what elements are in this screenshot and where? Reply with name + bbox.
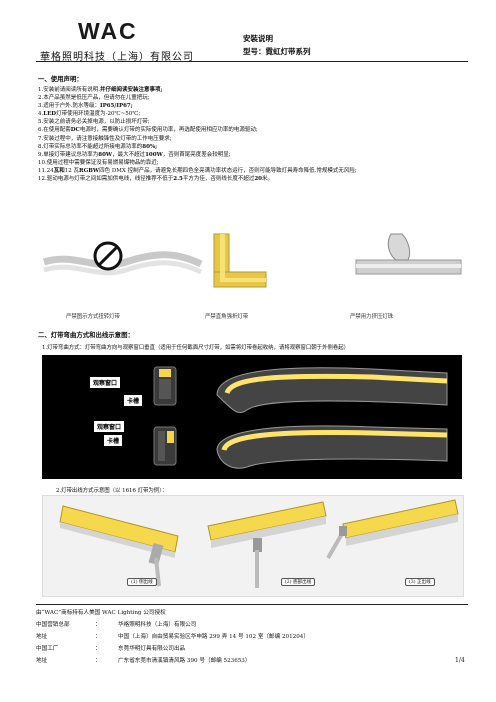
caption-no-right-angle: 严禁直角强折灯带 bbox=[205, 314, 249, 320]
right-angle-illustration bbox=[213, 233, 267, 288]
footer-divider bbox=[36, 604, 468, 605]
instruction-item: 12.驱动电源与灯带之间如需加供电线，线径推荐不低于2.5平方为佳，否则线长度不… bbox=[38, 176, 274, 183]
footer-label: 地址 bbox=[36, 634, 48, 640]
instruction-item: 5.安装之前请务必关掉电源，以防止损坏灯带; bbox=[38, 119, 150, 126]
footer-label: 中国工厂 bbox=[36, 646, 59, 652]
front-outlet-illustration bbox=[326, 499, 459, 559]
caption-front-outlet: (3) 正出线 bbox=[405, 578, 435, 586]
outlet-diagram-note: 2.灯带出线方式示意图（以 1616 灯带为例）： bbox=[56, 488, 168, 494]
page-number: 1/4 bbox=[455, 657, 465, 664]
instruction-item: 11.24瓦和12 瓦RGBW四色 DMX 控制产品，请避免长期四色全亮满功率状… bbox=[38, 167, 357, 174]
instruction-item: 9.单接灯带建议总功率为80W，最大不超过100W，否则首尾亮度差会较明显; bbox=[38, 151, 231, 158]
footer-label: 中国营销总部 bbox=[36, 622, 70, 628]
label-observation-window: 观察窗口 bbox=[94, 421, 125, 432]
twist-illustration bbox=[42, 241, 203, 276]
document-title: 安裝说明 bbox=[243, 34, 273, 43]
trademark-note: 由“WAC”商标持有人美国 WAC Lighting 公司授权 bbox=[36, 610, 166, 616]
model-line: 型号：霓虹灯带系列 bbox=[243, 47, 311, 56]
header-divider bbox=[36, 61, 468, 62]
footer-label: 地址 bbox=[36, 658, 48, 664]
footer-separator: ： bbox=[95, 622, 101, 628]
instruction-item: 2.本产品虽然是低压产品，但请勿在儿童把玩; bbox=[38, 95, 150, 102]
label-observation-window: 观察窗口 bbox=[90, 377, 121, 388]
label-groove: 卡槽 bbox=[104, 435, 123, 446]
footer-separator: ： bbox=[95, 646, 101, 652]
instruction-item: 10.使用过程中需要保证没有易燃易爆物品的靠近; bbox=[38, 159, 159, 166]
prohibited-illustrations bbox=[42, 233, 462, 288]
company-logo: WAC bbox=[78, 18, 138, 44]
instruction-item: 1.安装前请阅读所有说明.并仔细阅读安装注意事项; bbox=[38, 87, 163, 93]
section1-title: 一、使用声明： bbox=[38, 76, 83, 83]
company-name: 華格照明科技（上海）有限公司 bbox=[40, 52, 194, 63]
bending-photo-panel: 观察窗口 卡槽 观察窗口 卡槽 bbox=[42, 355, 462, 479]
label-groove: 卡槽 bbox=[124, 395, 143, 406]
caption-no-press: 严禁用力挤压灯珠 bbox=[350, 314, 394, 320]
instruction-item: 3.适用于户外.防水等级：IP65/IP67; bbox=[38, 103, 133, 110]
side-outlet-illustration bbox=[59, 505, 179, 587]
footer-value: 广东省东莞市清溪镇清风路 390 号（邮编 523653） bbox=[118, 658, 251, 664]
footer-separator: ： bbox=[95, 658, 101, 664]
section2-title: 二、灯带弯曲方式和出线示意图： bbox=[38, 332, 134, 339]
footer-value: 东莞华明灯具有限公司出品 bbox=[118, 646, 186, 652]
outlet-illustration-panel: (1) 侧出线 (2) 底部出线 (3) 正出线 bbox=[42, 495, 464, 597]
caption-bottom-outlet: (2) 底部出线 bbox=[281, 578, 316, 586]
bending-direction-note: 1.灯带弯曲方式：灯带弯曲方向与观察窗口垂直（适用于任何截面尺寸灯带，如需将灯带… bbox=[42, 345, 350, 351]
instruction-item: 4.LED灯带使用环境温度为-20℃~50℃; bbox=[38, 111, 141, 118]
instruction-item: 7.安装过程中，请注意接触锋性及灯带的工作电压要求; bbox=[38, 135, 172, 142]
instruction-list: 1.安装前请阅读所有说明.并仔细阅读安装注意事项; 2.本产品虽然是低压产品，但… bbox=[38, 86, 478, 183]
caption-no-twist: 严禁图示方式扭转灯带 bbox=[66, 314, 120, 320]
bottom-outlet-illustration bbox=[207, 501, 327, 588]
press-illustration bbox=[355, 233, 462, 275]
footer-value: 华格照明科技（上海）有限公司 bbox=[118, 622, 197, 628]
footer-value: 中国（上海）自由贸易实验区华申路 299 弄 14 号 102 室（邮编 201… bbox=[118, 634, 309, 640]
footer-separator: ： bbox=[95, 634, 101, 640]
instruction-item: 8.灯带实际总功率不能超过所接电源功率的80%; bbox=[38, 143, 158, 150]
instruction-item: 6.在使用配套DC电源时，需要确认灯带的实际使用功率，再选配使用相应功率的电源驱… bbox=[38, 127, 258, 134]
caption-side-outlet: (1) 侧出线 bbox=[127, 578, 157, 586]
